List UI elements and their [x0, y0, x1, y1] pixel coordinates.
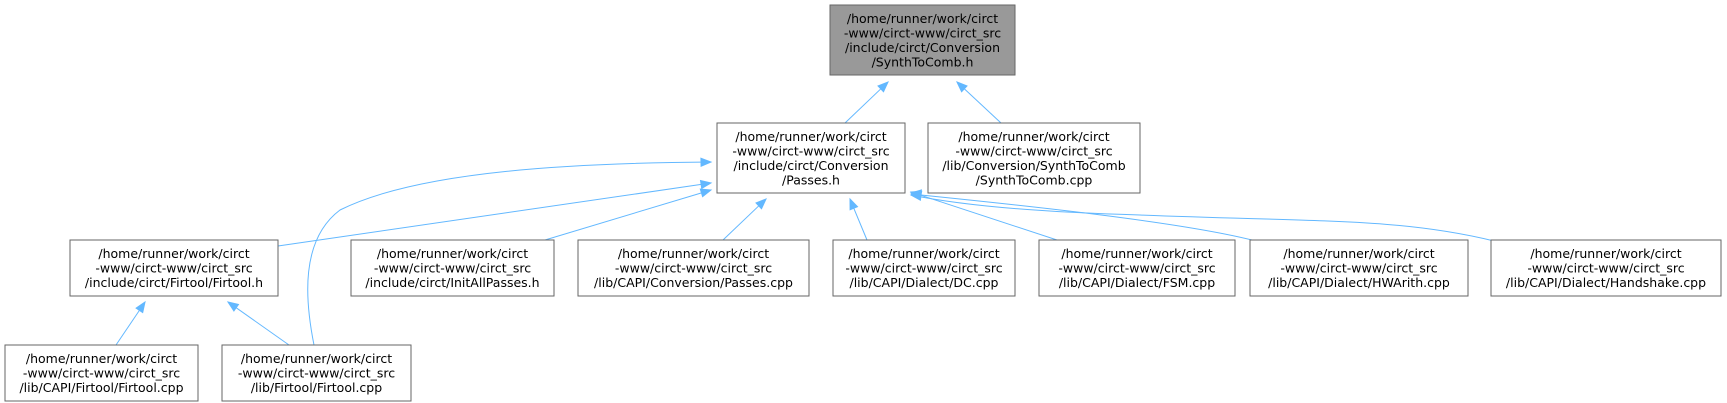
node-label-line: /home/runner/work/circt: [735, 129, 886, 144]
node-label-line: /lib/CAPI/Firtool/Firtool.cpp: [19, 380, 183, 395]
node-label-line: /lib/CAPI/Dialect/HWArith.cpp: [1268, 275, 1450, 290]
node-lib-firtool-cpp[interactable]: /home/runner/work/circt-www/circt-www/ci…: [221, 344, 412, 402]
node-label-line: -www/circt-www/circt_src: [1058, 261, 1215, 276]
node-box: [927, 122, 1141, 194]
node-label-line: -www/circt-www/circt_src: [955, 143, 1112, 158]
node-box: [221, 344, 412, 402]
edge-capi_handshake-to-passes_h: [909, 191, 1495, 242]
node-label-line: -www/circt-www/circt_src: [95, 261, 252, 276]
node-label-line: /SynthToComb.cpp: [976, 172, 1093, 187]
node-label-line: /home/runner/work/circt: [377, 246, 528, 261]
node-label-line: /Passes.h: [782, 172, 840, 187]
node-label-line: /lib/CAPI/Dialect/Handshake.cpp: [1506, 275, 1706, 290]
node-label-line: /lib/CAPI/Dialect/FSM.cpp: [1059, 275, 1215, 290]
node-label-line: -www/circt-www/circt_src: [23, 366, 180, 381]
node-label-line: /home/runner/work/circt: [241, 351, 392, 366]
node-box: [350, 239, 555, 297]
node-label-line: /include/circt/Conversion: [734, 158, 889, 173]
node-label-line: -www/circt-www/circt_src: [732, 143, 889, 158]
node-label-line: /lib/Firtool/Firtool.cpp: [251, 380, 382, 395]
node-box: [832, 239, 1016, 297]
node-box: [577, 239, 810, 297]
node-firtool-h[interactable]: /home/runner/work/circt-www/circt-www/ci…: [69, 239, 279, 297]
edge-capi_conv-to-passes_h: [722, 198, 767, 241]
node-capi-dialect-handshake-cpp[interactable]: /home/runner/work/circt-www/circt-www/ci…: [1490, 239, 1722, 297]
node-box: [1490, 239, 1722, 297]
node-label-line: -www/circt-www/circt_src: [1280, 261, 1437, 276]
node-capi-dialect-dc-cpp[interactable]: /home/runner/work/circt-www/circt-www/ci…: [832, 239, 1016, 297]
node-capi-dialect-fsm-cpp[interactable]: /home/runner/work/circt-www/circt-www/ci…: [1038, 239, 1236, 297]
edge-lib_firtool-to-passes_h: [307, 157, 713, 346]
node-label-line: /home/runner/work/circt: [1061, 246, 1212, 261]
node-label-line: /include/circt/InitAllPasses.h: [365, 275, 539, 290]
node-label-line: /home/runner/work/circt: [958, 129, 1109, 144]
edge-capi_dc-to-passes_h: [849, 197, 868, 241]
node-label-line: /home/runner/work/circt: [847, 11, 998, 26]
node-capi-conversion-passes-cpp[interactable]: /home/runner/work/circt-www/circt-www/ci…: [577, 239, 810, 297]
node-label-line: -www/circt-www/circt_src: [615, 261, 772, 276]
node-capi-dialect-hwarith-cpp[interactable]: /home/runner/work/circt-www/circt-www/ci…: [1249, 239, 1469, 297]
node-label-line: -www/circt-www/circt_src: [374, 261, 531, 276]
node-synthtocomb-cpp[interactable]: /home/runner/work/circt-www/circt-www/ci…: [927, 122, 1141, 194]
node-initallpasses-h[interactable]: /home/runner/work/circt-www/circt-www/ci…: [350, 239, 555, 297]
node-box: [4, 344, 199, 402]
edge-initall_h-to-passes_h: [544, 188, 713, 241]
node-label-line: /home/runner/work/circt: [1283, 246, 1434, 261]
node-label-line: /include/circt/Firtool/Firtool.h: [85, 275, 263, 290]
edge-firtool_h-to-passes_h: [277, 179, 713, 247]
node-label-line: /home/runner/work/circt: [98, 246, 249, 261]
node-synthtocomb-h[interactable]: /home/runner/work/circt-www/circt-www/ci…: [829, 4, 1016, 76]
node-label-line: /lib/CAPI/Dialect/DC.cpp: [850, 275, 999, 290]
node-label-line: /SynthToComb.h: [872, 54, 974, 69]
node-label-line: -www/circt-www/circt_src: [1527, 261, 1684, 276]
node-label-line: /include/circt/Conversion: [845, 40, 1000, 55]
edge-lib_firtool-to-firtool_h: [226, 301, 290, 346]
node-capi-firtool-cpp[interactable]: /home/runner/work/circt-www/circt-www/ci…: [4, 344, 199, 402]
node-label-line: /home/runner/work/circt: [848, 246, 999, 261]
node-box: [716, 122, 906, 194]
node-label-line: /home/runner/work/circt: [618, 246, 769, 261]
node-label-line: /home/runner/work/circt: [1530, 246, 1681, 261]
edge-passes_h-to-synth_h: [844, 81, 889, 124]
node-box: [1038, 239, 1236, 297]
node-label-line: -www/circt-www/circt_src: [845, 261, 1002, 276]
node-box: [829, 4, 1016, 76]
node-box: [69, 239, 279, 297]
node-label-line: -www/circt-www/circt_src: [844, 25, 1001, 40]
node-label-line: /lib/Conversion/SynthToComb: [942, 158, 1125, 173]
node-label-line: -www/circt-www/circt_src: [238, 366, 395, 381]
node-label-line: /home/runner/work/circt: [26, 351, 177, 366]
node-label-line: /lib/CAPI/Conversion/Passes.cpp: [594, 275, 793, 290]
edges-layer: [115, 81, 1495, 346]
edge-capi_firtool-to-firtool_h: [115, 300, 146, 346]
node-box: [1249, 239, 1469, 297]
edge-synth_cpp-to-synth_h: [956, 81, 1002, 124]
edge-capi_hwarith-to-passes_h: [909, 189, 1253, 241]
nodes-layer: /home/runner/work/circt-www/circt-www/ci…: [4, 4, 1722, 402]
node-conversion-passes-h[interactable]: /home/runner/work/circt-www/circt-www/ci…: [716, 122, 906, 194]
